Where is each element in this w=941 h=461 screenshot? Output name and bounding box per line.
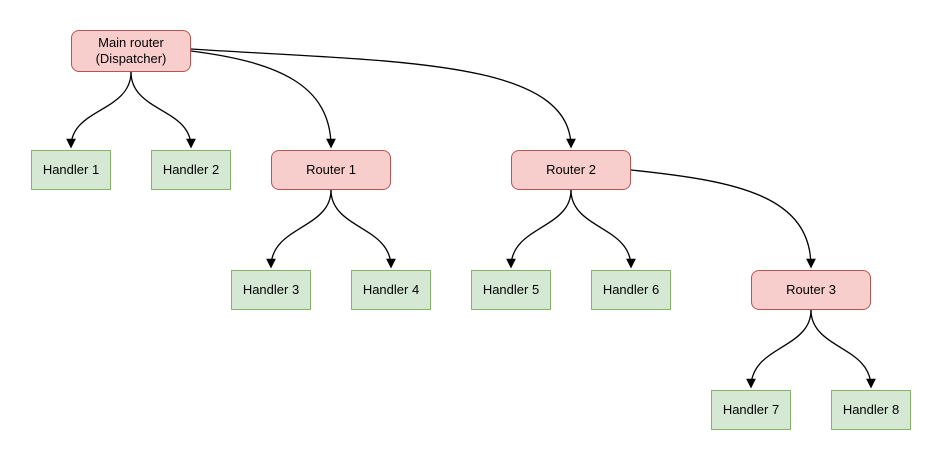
node-handler-5: Handler 5 (471, 270, 551, 310)
edge-router-2-to-handler-5 (506, 189, 572, 269)
node-handler-2: Handler 2 (151, 150, 231, 190)
node-router-2: Router 2 (511, 150, 631, 190)
edge-main-router-to-handler-2 (130, 71, 196, 149)
edge-router-2-to-router-3 (630, 169, 816, 269)
node-handler-8: Handler 8 (831, 390, 911, 430)
node-handler-3: Handler 3 (231, 270, 311, 310)
node-main-router: Main router (Dispatcher) (71, 30, 191, 72)
edge-router-3-to-handler-7 (746, 309, 812, 389)
node-handler-7: Handler 7 (711, 390, 791, 430)
edge-main-router-to-router-2 (190, 48, 576, 149)
node-handler-1: Handler 1 (31, 150, 111, 190)
node-router-3: Router 3 (751, 270, 871, 310)
edge-router-1-to-handler-4 (330, 189, 396, 269)
node-handler-4: Handler 4 (351, 270, 431, 310)
edge-router-3-to-handler-8 (810, 309, 876, 389)
edge-main-router-to-router-1 (190, 50, 336, 149)
edge-router-1-to-handler-3 (266, 189, 332, 269)
node-handler-6: Handler 6 (591, 270, 671, 310)
edge-router-2-to-handler-6 (570, 189, 636, 269)
node-router-1: Router 1 (271, 150, 391, 190)
edge-main-router-to-handler-1 (66, 71, 132, 149)
